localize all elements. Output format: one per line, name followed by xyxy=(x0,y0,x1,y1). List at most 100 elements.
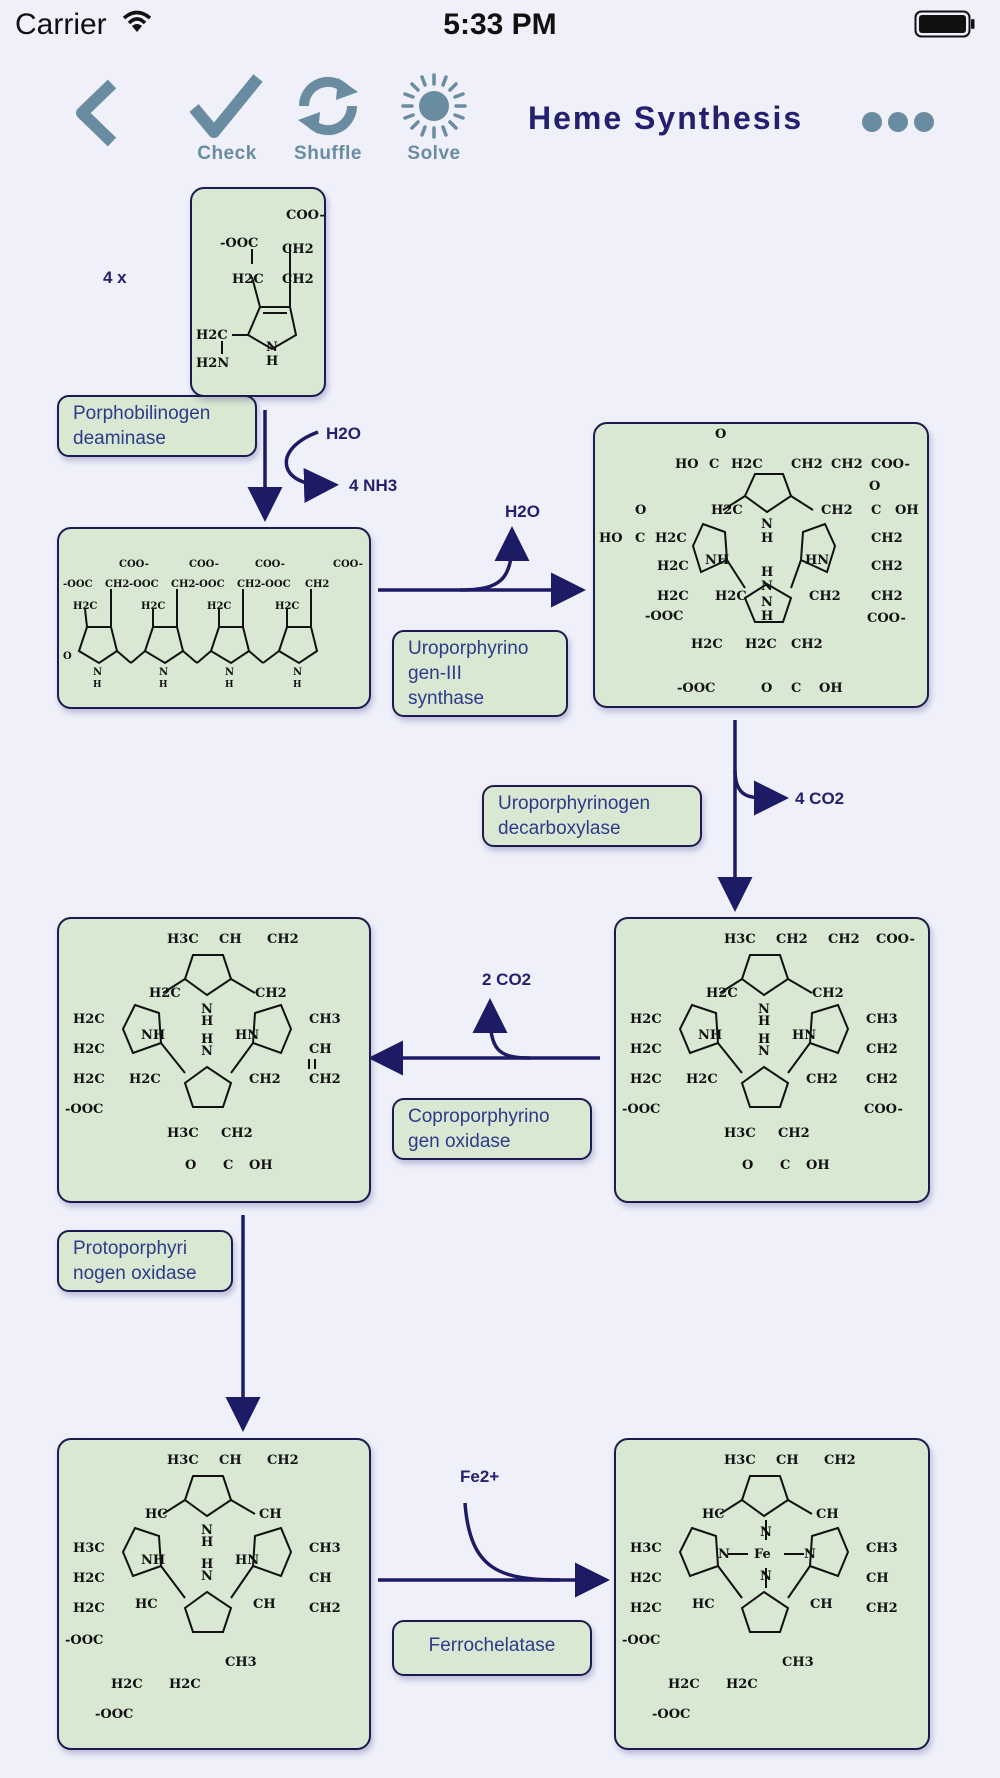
mol-atom: COO- xyxy=(255,559,285,570)
mol-atom: -OOC xyxy=(65,1633,103,1648)
mol-atom: H xyxy=(93,680,102,690)
mol-atom: H2C xyxy=(73,1072,105,1087)
back-button[interactable] xyxy=(70,78,130,153)
mol-atom: H2N xyxy=(196,356,229,371)
mol-atom: H3C xyxy=(73,1541,105,1556)
mol-atom: COO- xyxy=(286,208,324,223)
enzyme-coproporphyrinogen-oxidase[interactable]: Coproporphyrino gen oxidase xyxy=(392,1098,592,1160)
enzyme-uroporphyrinogen-decarboxylase[interactable]: Uroporphyrinogen decarboxylase xyxy=(482,785,702,847)
mol-atom: CH2 xyxy=(866,1601,898,1616)
mol-atom: CH3 xyxy=(225,1655,257,1670)
mol-atom: O xyxy=(742,1158,753,1173)
molecule-heme[interactable]: H3C CH CH2 HC CH N H3C CH3 N Fe N H2C CH… xyxy=(614,1438,930,1750)
mol-atom: O xyxy=(715,427,726,442)
mol-atom: O xyxy=(185,1158,196,1173)
ellipsis-icon xyxy=(862,112,934,132)
mol-atom: H2C xyxy=(668,1677,700,1692)
mol-atom: CH2 xyxy=(871,531,903,546)
co2-4-label: 4 CO2 xyxy=(795,789,845,808)
mol-atom: C xyxy=(871,503,881,518)
mol-atom: CH2 xyxy=(267,932,299,947)
molecule-coproporphyrinogen[interactable]: H3C CH2 CH2 COO- H2C CH2 H2C N H CH3 H2C… xyxy=(614,917,930,1203)
enzyme-porphobilinogen-deaminase[interactable]: Porphobilinogen deaminase xyxy=(57,395,257,457)
mol-atom: H2C xyxy=(731,457,763,472)
mol-atom: H xyxy=(201,1557,213,1572)
mol-atom: CH2 xyxy=(282,242,314,257)
mol-atom: -OOC xyxy=(63,579,93,590)
mol-atom: N xyxy=(758,1044,770,1059)
h2o-in-label: H2O xyxy=(326,424,361,443)
clock: 5:33 PM xyxy=(443,8,557,41)
mol-atom: CH2 xyxy=(237,579,261,590)
mol-atom: H2C xyxy=(630,1571,662,1586)
multiplier-label: 4 x xyxy=(103,268,127,287)
molecule-porphobilinogen[interactable]: COO- -OOC CH2 H2C CH2 H2C H2N N H xyxy=(190,187,326,397)
mol-atom: CH2 xyxy=(282,272,314,287)
molecule-protoporphyrinogen[interactable]: H3C CH CH2 H2C CH2 H2C N H CH3 H2C NH HN… xyxy=(57,917,371,1203)
mol-atom: N xyxy=(804,1547,816,1562)
shuffle-button[interactable]: Shuffle xyxy=(290,72,366,165)
checkmark-icon xyxy=(189,74,263,138)
mol-atom: N xyxy=(266,340,278,355)
molecule-protoporphyrin[interactable]: H3C CH CH2 HC CH N H H3C CH3 NH HN H2C C… xyxy=(57,1438,371,1750)
mol-atom: N xyxy=(159,667,168,678)
check-label: Check xyxy=(197,143,257,164)
enzyme-protoporphyrinogen-oxidase[interactable]: Protoporphyri nogen oxidase xyxy=(57,1230,233,1292)
enzyme-uroporphyrinogen-synthase[interactable]: Uroporphyrino gen-III synthase xyxy=(392,630,568,717)
mol-atom: OH xyxy=(249,1158,273,1173)
mol-atom: H2C xyxy=(73,1601,105,1616)
mol-atom: H xyxy=(293,680,302,690)
mol-atom: CH xyxy=(259,1507,282,1522)
mol-atom: OH xyxy=(806,1158,830,1173)
mol-atom: CH2 xyxy=(791,457,823,472)
arrow-co2-4 xyxy=(733,769,789,816)
coproporphyrinogen-structure: H3C CH2 CH2 COO- H2C CH2 H2C N H CH3 H2C… xyxy=(622,932,915,1173)
mol-atom: H2C xyxy=(657,589,689,604)
mol-atom: HC xyxy=(692,1597,715,1612)
mol-atom: N xyxy=(761,579,773,594)
mol-atom: CH3 xyxy=(866,1541,898,1556)
mol-atom: -OOC xyxy=(65,1102,103,1117)
molecule-uroporphyrinogen[interactable]: O HO C H2C CH2 CH2 COO- O C OH H2C CH2 O… xyxy=(593,422,929,708)
mol-atom: CH2 xyxy=(809,589,841,604)
mol-atom: -OOC xyxy=(622,1102,660,1117)
mol-atom: NH xyxy=(141,1028,165,1043)
mol-atom: H3C xyxy=(167,932,199,947)
mol-atom: O xyxy=(869,479,880,494)
molecule-hydroxymethylbilane[interactable]: COO- -OOC CH2 -OOC CH2 -OOC CH2 -OOC CH2… xyxy=(57,527,371,709)
mol-atom: H3C xyxy=(724,1126,756,1141)
mol-atom: CH2 xyxy=(255,986,287,1001)
mol-atom: O xyxy=(761,681,772,696)
enzyme-ferrochelatase[interactable]: Ferrochelatase xyxy=(392,1620,592,1676)
mol-atom: H xyxy=(758,1032,770,1047)
mol-atom: NH xyxy=(705,553,729,568)
mol-atom: -OOC xyxy=(622,1633,660,1648)
mol-atom: H2C xyxy=(73,1042,105,1057)
mol-atom: H xyxy=(201,1032,213,1047)
mol-atom: H2C xyxy=(73,1571,105,1586)
mol-atom: N xyxy=(201,1044,213,1059)
mol-atom: H xyxy=(266,354,278,369)
mol-atom: N xyxy=(760,1525,772,1540)
mol-atom: H2C xyxy=(715,589,747,604)
hydroxymethylbilane-structure: COO- -OOC CH2 -OOC CH2 -OOC CH2 -OOC CH2… xyxy=(63,559,363,690)
mol-atom: H2C xyxy=(149,986,181,1001)
mol-atom: N xyxy=(718,1547,730,1562)
fe-label: Fe2+ xyxy=(460,1467,500,1486)
mol-atom: H2C xyxy=(655,531,687,546)
mol-atom: O xyxy=(63,651,72,662)
refresh-icon xyxy=(298,76,358,136)
mol-atom: HO xyxy=(599,531,623,546)
mol-atom: HO xyxy=(675,457,699,472)
check-button[interactable]: Check xyxy=(188,72,266,165)
mol-atom: C xyxy=(709,457,719,472)
solve-button[interactable]: Solve xyxy=(400,72,468,165)
mol-atom: N xyxy=(201,1569,213,1584)
more-button[interactable] xyxy=(860,110,936,139)
mol-atom: CH3 xyxy=(782,1655,814,1670)
sun-icon xyxy=(401,73,467,139)
mol-atom: CH2 xyxy=(866,1042,898,1057)
nh3-label: 4 NH3 xyxy=(349,476,398,495)
mol-atom: COO- xyxy=(871,457,910,472)
mol-atom: COO- xyxy=(333,559,363,570)
